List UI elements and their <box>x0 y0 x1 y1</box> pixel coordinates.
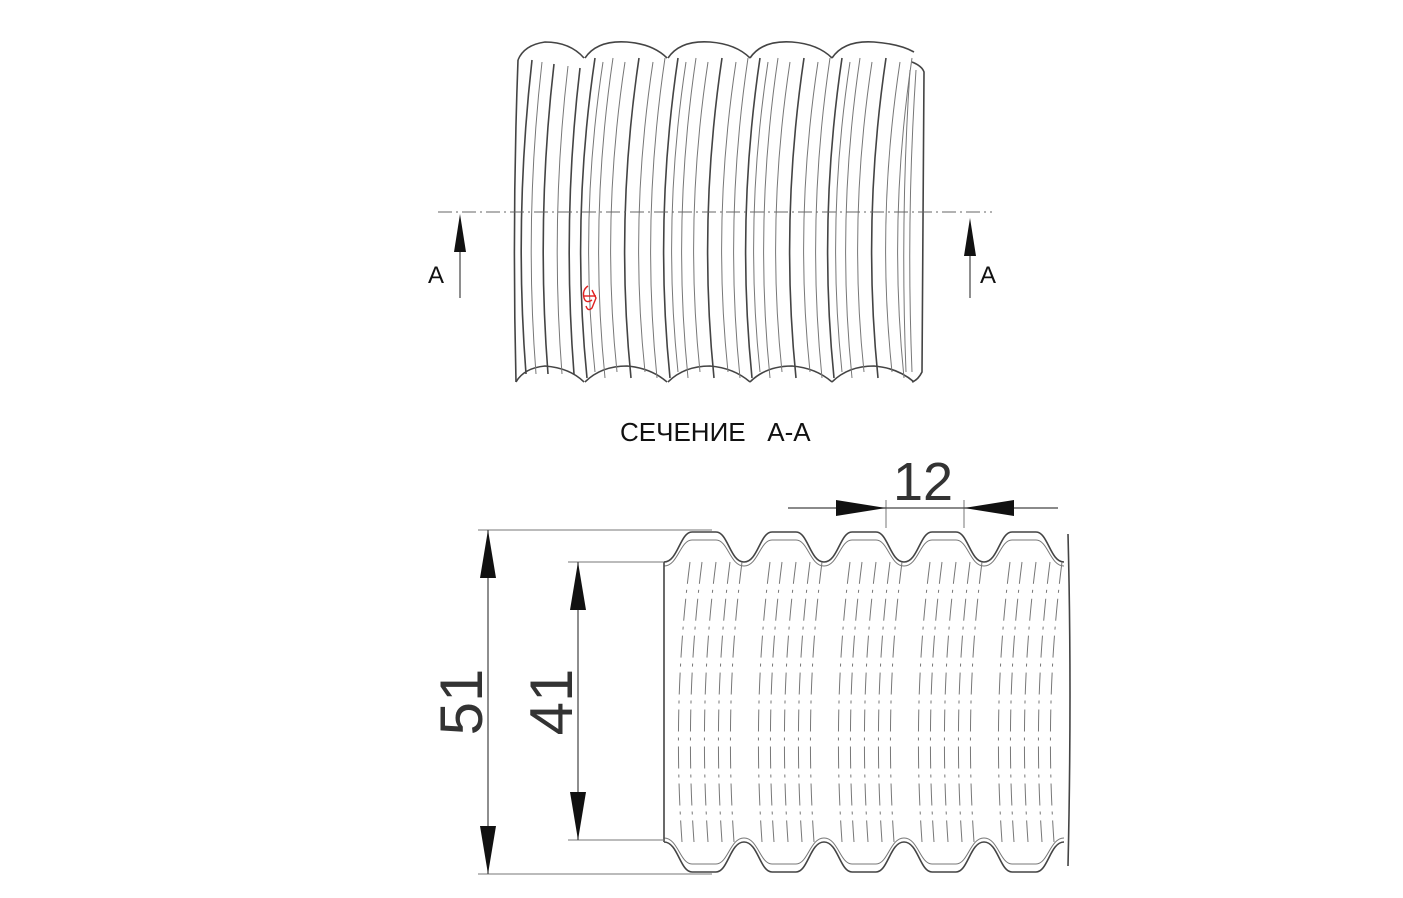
dimension-outer-diameter-value: 51 <box>428 669 495 736</box>
section-line-a-a <box>438 211 992 298</box>
dimension-pitch <box>788 500 1058 528</box>
inner-profile-bottom <box>663 837 1065 865</box>
dimension-inner-diameter-value: 41 <box>518 669 585 736</box>
outer-profile-top <box>663 531 1065 563</box>
pipe-ribs <box>520 41 917 383</box>
dimension-outer-diameter <box>478 529 712 875</box>
outer-profile-bottom <box>663 841 1065 873</box>
dimension-pitch-value: 12 <box>893 452 953 512</box>
rib <box>579 41 668 383</box>
pipe-exterior-view <box>513 41 925 383</box>
section-title: СЕЧЕНИЕ А-А <box>620 417 811 447</box>
dimension-inner-diameter <box>568 561 664 841</box>
rib <box>662 41 751 383</box>
section-hatching <box>677 561 1063 843</box>
rib <box>826 41 915 383</box>
section-label-left: A <box>428 262 444 289</box>
rib <box>744 41 833 383</box>
pipe-section-view <box>663 531 1071 873</box>
section-label-right: A <box>980 262 996 289</box>
stamp-mark <box>582 285 597 311</box>
inner-profile-top <box>663 539 1065 567</box>
